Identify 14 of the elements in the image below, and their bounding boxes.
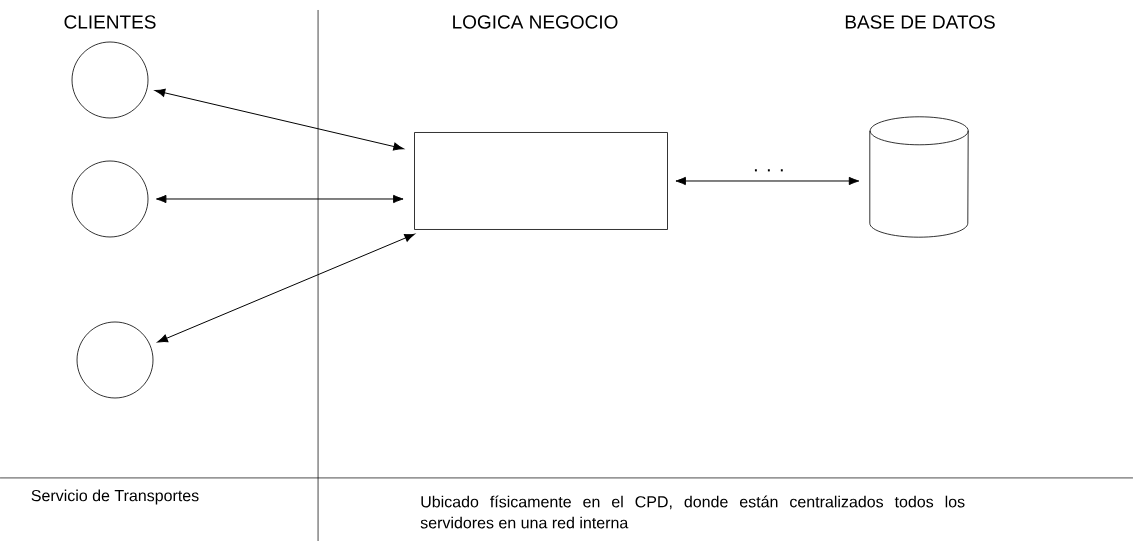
- caption-text: Servicio de Transportes: [31, 489, 199, 505]
- database-cylinder: [869, 116, 969, 238]
- column-heading: BASE DE DATOS: [845, 15, 995, 29]
- client-circle: [71, 41, 149, 119]
- arrow: [675, 176, 860, 186]
- arrow: [155, 194, 404, 204]
- server-box: [414, 132, 668, 230]
- client-circle: [76, 321, 154, 399]
- arrow: [157, 233, 415, 343]
- column-heading: LOGICA NEGOCIO: [453, 15, 618, 29]
- arrow: [154, 88, 404, 151]
- client-circle: [71, 160, 149, 238]
- edge-label: . . .: [752, 168, 786, 173]
- caption-text: Ubicado físicamente en el CPD, donde están centralizados todos los servidores en una red interna: [420, 495, 965, 529]
